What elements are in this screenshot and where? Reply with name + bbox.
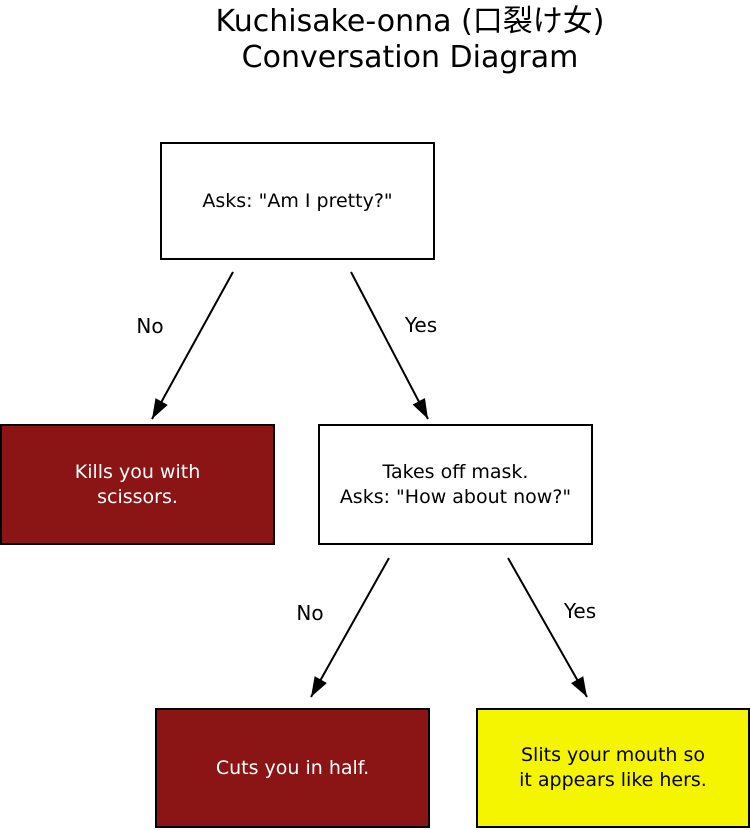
node-slits-your-mouth: Slits your mouth so it appears like hers…: [476, 708, 750, 828]
node-asks-am-i-pretty-text: Asks: "Am I pretty?": [202, 189, 393, 212]
arrow-yes-1: [350, 271, 429, 420]
node-asks-am-i-pretty: Asks: "Am I pretty?": [160, 142, 435, 260]
node-cuts-in-half: Cuts you in half.: [155, 708, 430, 828]
title-line-1: Kuchisake-onna (口裂け女): [215, 4, 605, 39]
node-cuts-in-half-text: Cuts you in half.: [215, 756, 370, 779]
node-takes-off-mask: Takes off mask. Asks: "How about now?": [318, 424, 593, 545]
edge-label-yes-1: Yes: [404, 313, 438, 337]
arrow-yes-2: [507, 557, 588, 698]
edge-label-no-1: No: [136, 314, 164, 338]
node-kills-with-scissors: Kills you with scissors.: [0, 424, 275, 545]
node-takes-off-mask-text: Takes off mask. Asks: "How about now?": [339, 460, 572, 508]
node-kills-with-scissors-text: Kills you with scissors.: [74, 460, 201, 508]
page-title: Kuchisake-onna (口裂け女) Conversation Diagr…: [216, 4, 605, 76]
title-line-2: Conversation Diagram: [241, 40, 579, 75]
node-slits-your-mouth-text: Slits your mouth so it appears like hers…: [519, 744, 707, 791]
edge-label-yes-2: Yes: [563, 599, 597, 623]
edge-label-no-2: No: [296, 601, 324, 625]
arrow-no-1: [151, 271, 234, 420]
arrow-no-2: [310, 557, 390, 698]
